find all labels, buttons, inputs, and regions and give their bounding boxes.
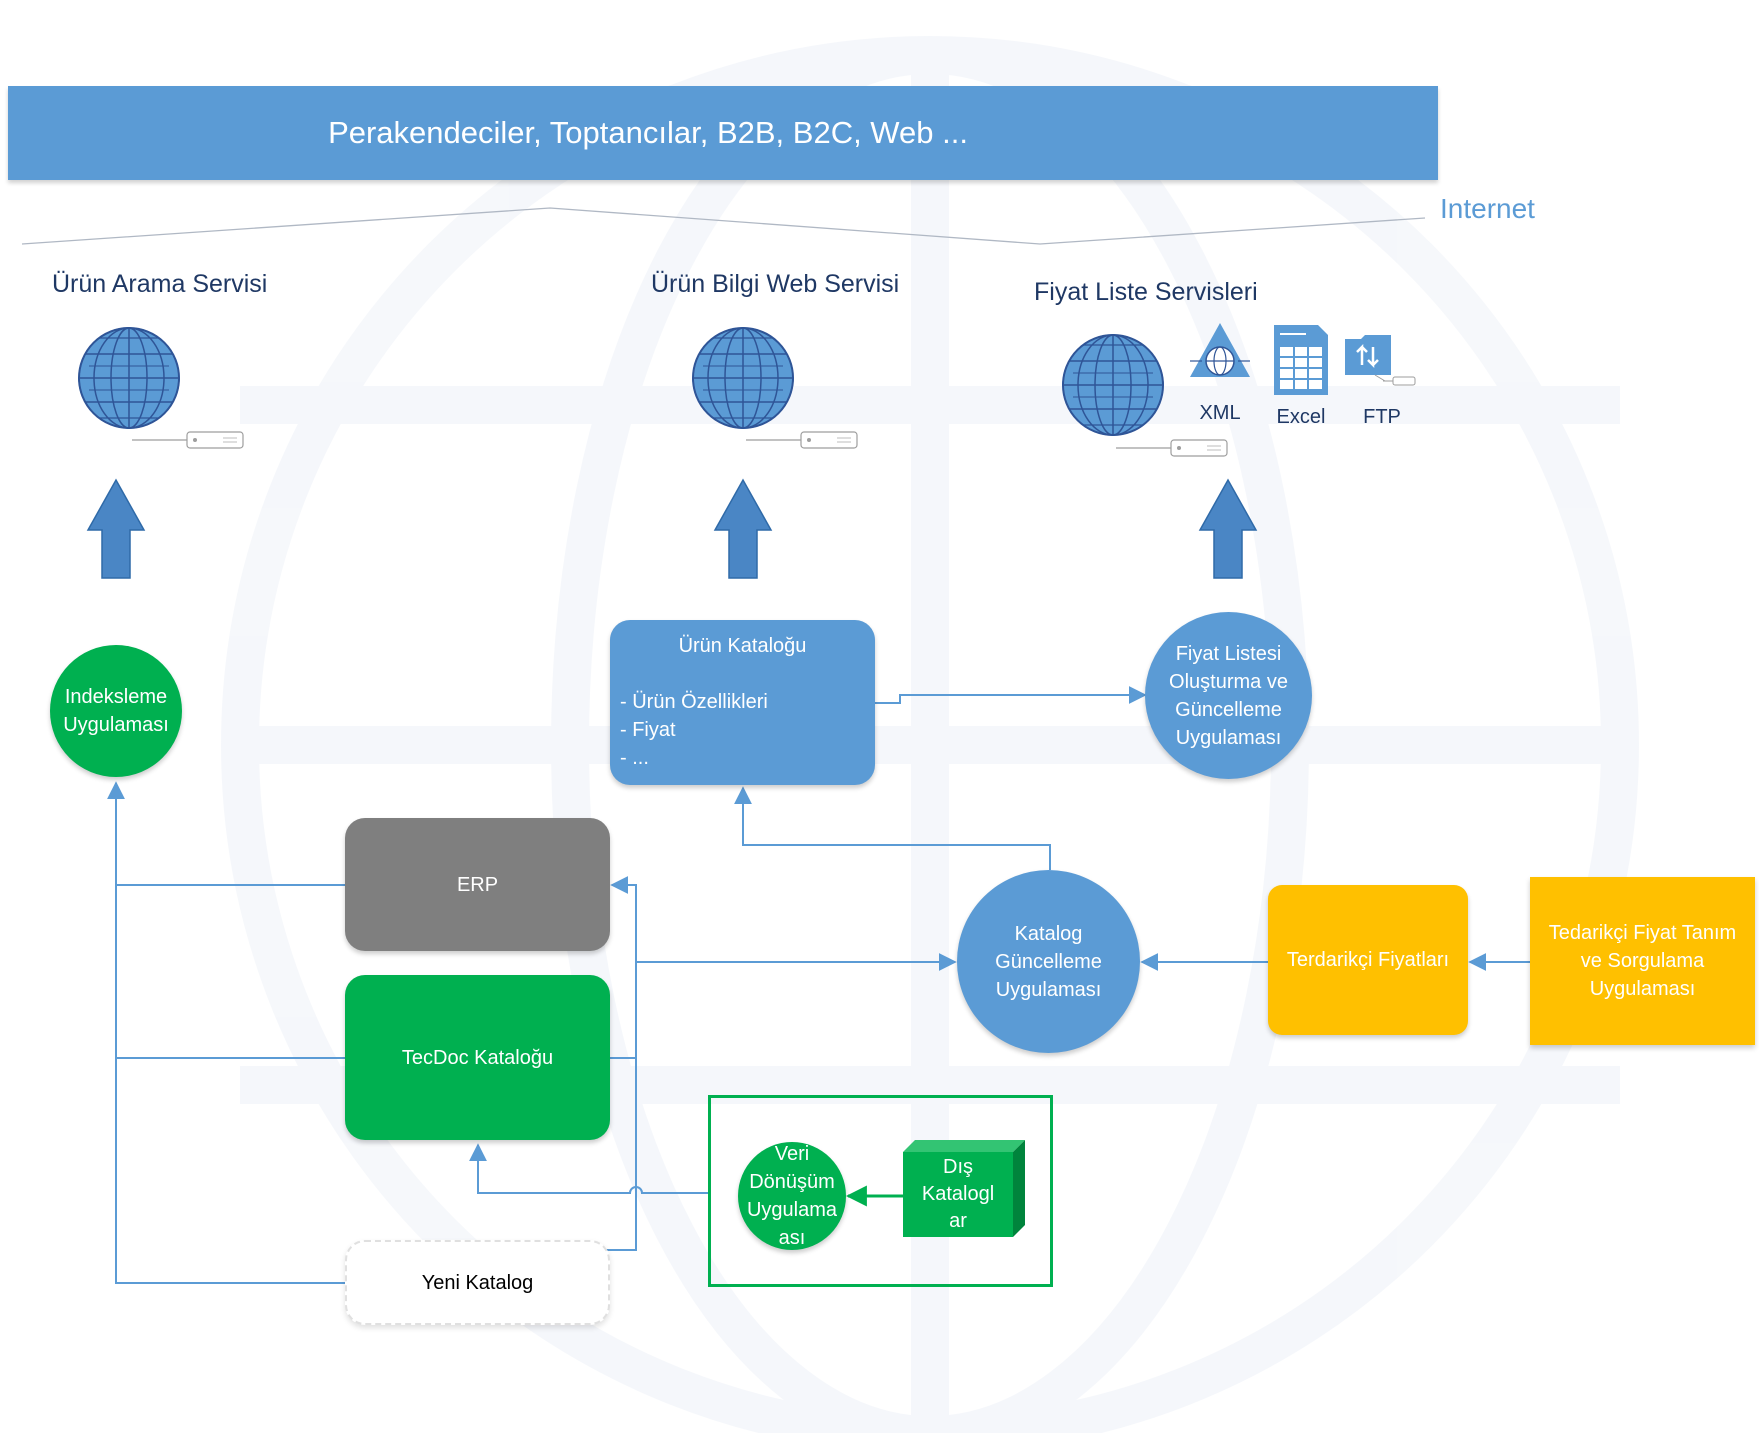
update-to-catalog-connector	[734, 786, 1051, 870]
tecdoc-catalog-node[interactable]: TecDoc Kataloğu	[345, 975, 610, 1140]
conversion-label-1: Veri	[774, 1143, 810, 1165]
new-catalog-node[interactable]: Yeni Katalog	[345, 1240, 610, 1325]
catalog-update-label-3: Uygulaması	[995, 978, 1102, 1001]
indexing-app-label-1: Indeksleme	[64, 686, 168, 708]
catalog-to-price-app-connector	[875, 686, 1147, 704]
erp-node[interactable]: ERP	[345, 818, 610, 951]
catalog-update-app-node[interactable]: Katalog Güncelleme Uygulaması	[957, 870, 1140, 1053]
info-service-up-arrow	[714, 479, 772, 579]
product-catalog-item: - Fiyat	[620, 719, 676, 741]
xml-icon	[1190, 323, 1250, 377]
price-service-title: Fiyat Liste Servisleri	[1034, 278, 1258, 306]
supplier-price-app-node[interactable]: Tedarikçi Fiyat Tanım ve Sorgulama Uygul…	[1530, 877, 1755, 1045]
external-label-3: ar	[949, 1210, 967, 1232]
external-catalogs-cube	[903, 1140, 1025, 1237]
search-service-up-arrow	[87, 479, 145, 579]
conversion-label-3: Uygulama	[746, 1199, 838, 1221]
search-service-globe-icon	[78, 327, 180, 429]
product-catalog-item: - ...	[620, 747, 649, 769]
price-list-app-node[interactable]: Fiyat Listesi Oluşturma ve Güncelleme Uy…	[1145, 612, 1312, 779]
ftp-icon	[1345, 335, 1416, 386]
ftp-label: FTP	[1363, 406, 1401, 428]
new-catalog-bus-connector	[603, 876, 637, 1251]
supplier-prices-node[interactable]: Terdarikçi Fiyatları	[1268, 885, 1468, 1035]
external-label-2: Katalogl	[921, 1183, 995, 1205]
external-data-group	[708, 1095, 1053, 1287]
price-service-server-icon	[1115, 439, 1228, 457]
conversion-label-2: Dönüşüm	[749, 1171, 835, 1193]
new-catalog-label: Yeni Katalog	[421, 1271, 534, 1294]
internet-boundary-line	[21, 207, 1426, 245]
product-catalog-node[interactable]: Ürün Kataloğu - Ürün Özellikleri - Fiyat…	[610, 620, 875, 785]
price-list-app-label-2: Oluşturma ve	[1169, 670, 1288, 693]
internet-label: Internet	[1440, 193, 1535, 224]
indexing-app-label-2: Uygulaması	[63, 714, 169, 736]
erp-label: ERP	[456, 873, 499, 896]
info-service-globe-icon	[692, 327, 794, 429]
excel-icon	[1274, 325, 1328, 395]
external-label-1: Dış	[943, 1156, 973, 1178]
info-service-server-icon	[745, 431, 858, 449]
product-catalog-item: - Ürün Özellikleri	[620, 691, 768, 713]
tecdoc-catalog-label: TecDoc Kataloğu	[401, 1046, 554, 1069]
price-list-app-label-1: Fiyat Listesi	[1175, 642, 1282, 665]
supplier-app-label-3: Uygulaması	[1589, 978, 1696, 1000]
product-catalog-title: Ürün Kataloğu	[678, 635, 807, 657]
conversion-to-tecdoc-connector	[469, 1143, 708, 1194]
banner-title: Perakendeciler, Toptancılar, B2B, B2C, W…	[328, 115, 968, 150]
external-catalogs-node[interactable]: Dış Katalogl ar	[903, 1152, 1013, 1237]
supplier-prices-label: Terdarikçi Fiyatları	[1286, 949, 1450, 971]
conversion-label-4: ası	[778, 1227, 806, 1249]
supplier-app-label-2: ve Sorgulama	[1580, 950, 1705, 972]
price-list-app-label-4: Uygulaması	[1175, 726, 1282, 749]
search-service-title: Ürün Arama Servisi	[52, 270, 268, 298]
info-service-title: Ürün Bilgi Web Servisi	[651, 270, 900, 298]
xml-label: XML	[1199, 402, 1241, 424]
supplier-app-label-1: Tedarikçi Fiyat Tanım	[1548, 922, 1737, 944]
excel-label: Excel	[1276, 406, 1326, 428]
price-list-app-label-3: Güncelleme	[1175, 698, 1282, 721]
search-service-server-icon	[131, 431, 244, 449]
catalog-update-label-2: Güncelleme	[995, 950, 1102, 973]
price-service-globe-icon	[1062, 334, 1164, 436]
top-banner: Perakendeciler, Toptancılar, B2B, B2C, W…	[8, 86, 1438, 180]
data-conversion-app-node[interactable]: Veri Dönüşüm Uygulama ası	[738, 1142, 846, 1250]
indexing-app-node[interactable]: Indeksleme Uygulaması	[50, 645, 182, 777]
catalog-update-label-1: Katalog	[1014, 922, 1083, 945]
indexing-bus-connector	[107, 781, 345, 1284]
